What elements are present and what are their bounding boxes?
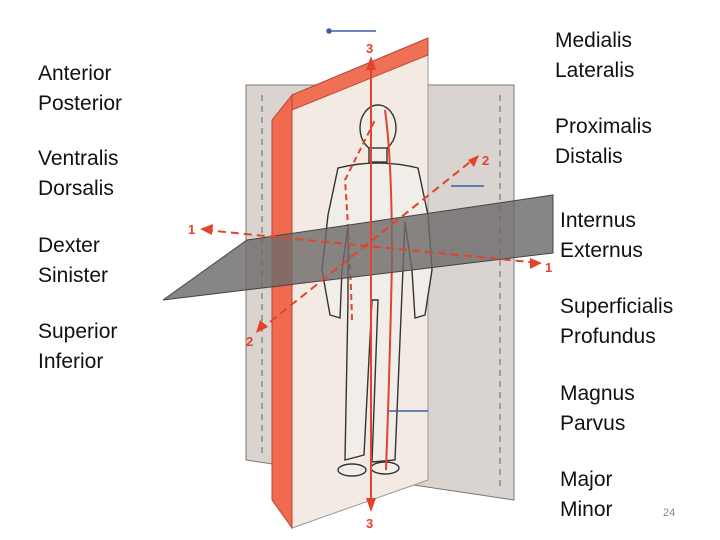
term-line: Profundus bbox=[560, 325, 656, 348]
term-proximalis-distalis: Proximalis Distalis bbox=[555, 112, 652, 172]
axis-2-top-label: 2 bbox=[482, 153, 489, 168]
axis-2-arrow bbox=[256, 155, 479, 333]
term-anterior-posterior: Anterior Posterior bbox=[38, 59, 122, 119]
term-ventralis-dorsalis: Ventralis Dorsalis bbox=[38, 144, 119, 204]
axis-3-bottom-label: 3 bbox=[366, 516, 373, 531]
axis-3-top-label: 3 bbox=[366, 41, 373, 56]
term-line: Magnus bbox=[560, 382, 635, 405]
term-line: Sinister bbox=[38, 264, 109, 287]
blue-markers bbox=[326, 28, 484, 412]
term-line: Parvus bbox=[560, 412, 626, 435]
axis-2-bottom-label: 2 bbox=[246, 334, 253, 349]
transverse-plane bbox=[162, 194, 554, 301]
axis-1-left-label: 1 bbox=[188, 222, 195, 237]
term-internus-externus: Internus Externus bbox=[560, 206, 643, 266]
term-line: Dexter bbox=[38, 234, 100, 257]
term-line: Minor bbox=[560, 498, 613, 521]
term-line: Lateralis bbox=[555, 59, 635, 82]
term-line: Inferior bbox=[38, 350, 104, 373]
term-line: Ventralis bbox=[38, 147, 119, 170]
term-line: Superficialis bbox=[560, 295, 674, 318]
term-major-minor: Major Minor bbox=[560, 465, 613, 525]
term-line: Posterior bbox=[38, 92, 123, 115]
term-line: Anterior bbox=[38, 62, 112, 85]
term-line: Proximalis bbox=[555, 115, 652, 138]
term-line: Medialis bbox=[555, 29, 633, 52]
term-magnus-parvus: Magnus Parvus bbox=[560, 379, 635, 439]
term-line: Internus bbox=[560, 209, 636, 232]
term-medialis-lateralis: Medialis Lateralis bbox=[555, 26, 634, 86]
axis-1-arrow bbox=[200, 224, 542, 269]
term-superficialis-profundus: Superficialis Profundus bbox=[560, 292, 673, 352]
term-line: Superior bbox=[38, 320, 118, 343]
term-dexter-sinister: Dexter Sinister bbox=[38, 231, 108, 291]
term-line: Externus bbox=[560, 239, 643, 262]
term-superior-inferior: Superior Inferior bbox=[38, 317, 117, 377]
term-line: Major bbox=[560, 468, 613, 491]
term-line: Distalis bbox=[555, 145, 623, 168]
axis-3-arrow bbox=[366, 56, 376, 512]
axis-1-right-label: 1 bbox=[545, 260, 552, 275]
term-line: Dorsalis bbox=[38, 177, 114, 200]
page-number: 24 bbox=[663, 507, 676, 519]
